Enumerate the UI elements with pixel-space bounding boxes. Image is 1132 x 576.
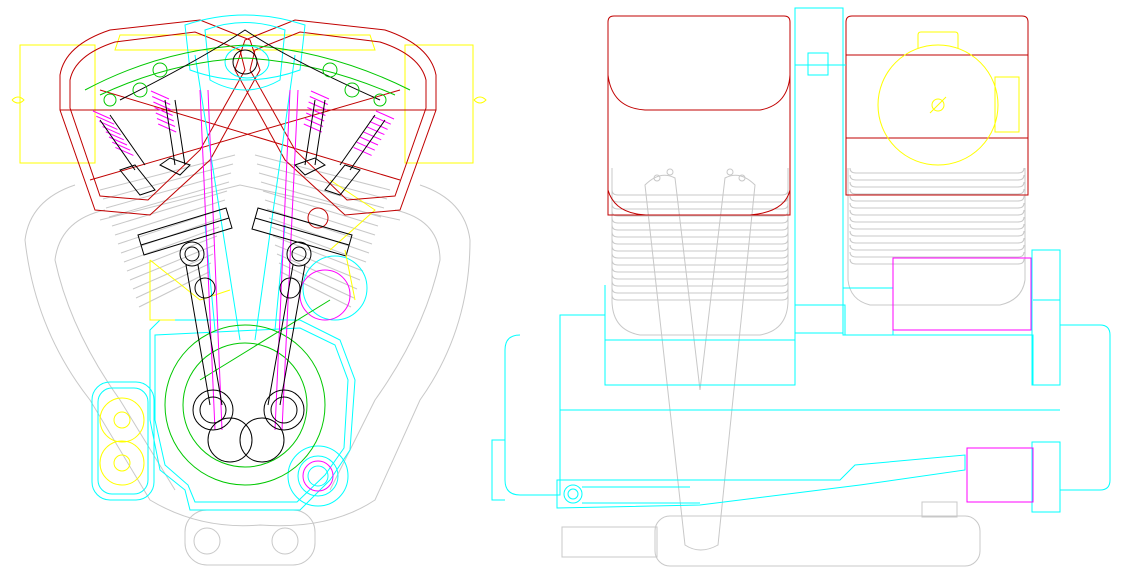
side-fin xyxy=(611,266,789,273)
cylinder-fin xyxy=(111,190,228,227)
side-fin xyxy=(849,209,1025,216)
pushrods xyxy=(199,89,351,492)
side-fin xyxy=(611,245,789,252)
valve-spring-coil xyxy=(153,101,172,111)
side-fin xyxy=(849,230,1025,237)
side-fin xyxy=(849,237,1025,244)
side-fin xyxy=(611,224,789,231)
valve-spring-coil xyxy=(304,118,324,127)
side-fin xyxy=(849,188,1025,195)
valve-spring-coil xyxy=(305,112,325,122)
valve-spring-coil xyxy=(108,136,128,146)
cylinder-fin xyxy=(274,244,361,281)
valve-spring-coil xyxy=(372,115,392,125)
air-cleaner xyxy=(877,31,1020,166)
front-view xyxy=(11,14,487,566)
valve-spring-coil xyxy=(154,107,173,116)
side-cylinder-fins xyxy=(611,167,1025,301)
pistons-and-rods xyxy=(99,29,386,463)
timing-gears xyxy=(99,249,356,486)
starter-and-oil-pump xyxy=(892,257,1034,503)
side-fin xyxy=(611,259,789,266)
valve-spring-coil xyxy=(115,146,134,156)
timing-covers xyxy=(91,14,368,511)
cylinder-fin xyxy=(114,199,226,236)
cylinder-fin xyxy=(99,154,236,191)
side-fin xyxy=(611,210,789,217)
side-fin xyxy=(849,174,1025,181)
side-fin xyxy=(611,217,789,224)
side-fin xyxy=(849,202,1025,209)
cylinder-fin xyxy=(126,235,218,272)
cylinder-fin xyxy=(254,154,391,191)
side-fin xyxy=(611,231,789,238)
valve-spring-coil xyxy=(150,90,170,100)
cylinder-fin xyxy=(272,235,364,272)
cylinder-fin xyxy=(108,181,230,218)
valve-spring-coil xyxy=(310,90,330,100)
crankcase-outline xyxy=(24,184,471,566)
cylinder-fin xyxy=(278,262,355,299)
cylinder-fin xyxy=(268,217,370,254)
cylinder-fin xyxy=(270,226,367,263)
cam-gear-train xyxy=(84,44,411,486)
cylinder-heads xyxy=(59,19,437,229)
side-fin xyxy=(849,216,1025,223)
cylinder-fin xyxy=(260,181,382,218)
valve-spring-coil xyxy=(369,120,388,130)
side-fin xyxy=(849,167,1025,174)
valve-spring-coil xyxy=(356,141,376,151)
side-fin xyxy=(611,252,789,259)
rocker-arms xyxy=(103,62,387,107)
cylinder-fin xyxy=(264,199,376,236)
side-fin xyxy=(611,287,789,294)
side-fin xyxy=(611,196,789,203)
side-cylinder-heads xyxy=(607,15,1029,216)
side-fin xyxy=(849,258,1025,265)
valve-spring-coil xyxy=(151,96,171,105)
side-fin xyxy=(611,273,789,280)
side-fin xyxy=(849,223,1025,230)
valve-spring-coil xyxy=(362,131,382,141)
valve-spring-coil xyxy=(303,123,323,133)
cylinder-fin xyxy=(129,244,216,281)
cylinder-fin xyxy=(132,253,214,290)
side-fin xyxy=(849,244,1025,251)
side-fin xyxy=(611,294,789,301)
cylinder-fins xyxy=(99,154,391,308)
side-fin xyxy=(611,238,789,245)
valve-spring-coil xyxy=(366,126,385,136)
cylinder-fin xyxy=(138,271,210,308)
side-fin xyxy=(611,280,789,287)
cylinder-fin xyxy=(135,262,212,299)
valve-spring-coil xyxy=(111,141,131,151)
valve-spring-coil xyxy=(92,110,112,120)
valve-spring-coil xyxy=(156,118,176,127)
side-view xyxy=(491,7,1111,567)
side-fin xyxy=(849,181,1025,188)
cylinder-fin xyxy=(123,226,220,263)
side-fin xyxy=(849,251,1025,258)
side-fin xyxy=(611,203,789,210)
valve-spring-coil xyxy=(375,110,395,120)
cylinder-fin xyxy=(280,271,352,308)
valve-spring-coil xyxy=(95,115,115,125)
side-fin xyxy=(611,189,789,196)
rocker-covers xyxy=(11,34,487,301)
side-crankcase xyxy=(491,7,1111,513)
valve-spring-coil xyxy=(157,123,177,133)
cylinder-fin xyxy=(105,172,232,209)
side-fin xyxy=(849,195,1025,202)
valve-spring-coil xyxy=(155,112,175,122)
valve-spring-coil xyxy=(359,136,379,146)
